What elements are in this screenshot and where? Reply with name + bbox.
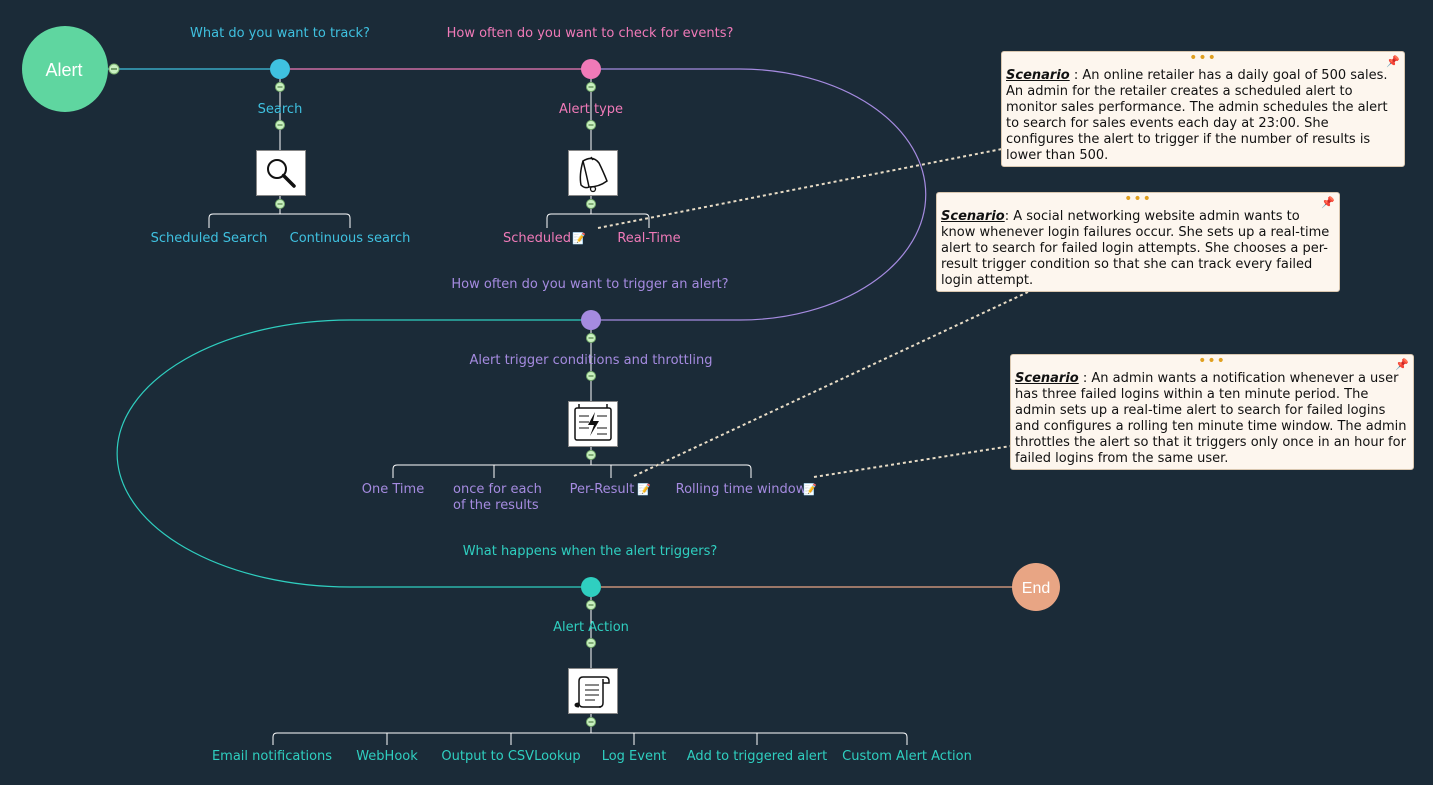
pin-icon[interactable]: 📌 <box>1321 196 1335 209</box>
note-text: An admin wants a notification whenever a… <box>1015 371 1407 466</box>
action-junction[interactable] <box>581 577 601 597</box>
callout-line-rolling <box>813 445 1012 478</box>
start-node[interactable] <box>22 26 108 112</box>
scenario-note-rolling[interactable]: ••• 📌 Scenario : An admin wants a notifi… <box>1010 353 1414 470</box>
note-drag-handle[interactable]: ••• <box>1124 191 1152 207</box>
search-children-bracket <box>208 213 351 228</box>
action-child-custom[interactable]: Custom Alert Action <box>842 749 972 764</box>
action-label: Alert Action <box>553 620 629 635</box>
collapse-toggle-minus-marks <box>277 86 594 723</box>
trigger-child-rolling[interactable]: Rolling time window <box>676 482 807 497</box>
scenario-note-scheduled[interactable]: ••• 📌 Scenario : An online retailer has … <box>1001 50 1405 167</box>
start-node-label: Alert <box>45 60 82 80</box>
lightning-document-icon <box>574 404 612 441</box>
alerttype-children-bracket <box>546 213 650 228</box>
note-keyword: Scenario <box>941 209 1005 224</box>
note-separator: : <box>1078 371 1092 386</box>
note-marker-rolling[interactable]: 📝 <box>803 483 817 496</box>
trigger-junction[interactable] <box>581 310 601 330</box>
scenario-note-perresult[interactable]: ••• 📌 Scenario: A social networking webs… <box>936 191 1340 292</box>
trigger-children-bracket <box>392 464 752 478</box>
end-node[interactable] <box>1012 563 1060 611</box>
question-check: How often do you want to check for event… <box>447 26 734 41</box>
alerttype-label: Alert type <box>559 102 623 117</box>
note-marker-perresult[interactable]: 📝 <box>637 483 651 496</box>
note-drag-handle[interactable]: ••• <box>1198 353 1226 369</box>
pin-icon[interactable]: 📌 <box>1386 55 1400 68</box>
pin-icon[interactable]: 📌 <box>1395 358 1409 371</box>
action-children-bracket <box>272 732 908 745</box>
trigger-child-onetime[interactable]: One Time <box>362 482 424 497</box>
scroll-icon <box>574 676 610 708</box>
trigger-child-once-each-line2[interactable]: of the results <box>453 498 539 513</box>
note-separator: : <box>1004 209 1014 224</box>
magnifier-icon <box>267 159 296 188</box>
connector-trigger-action <box>116 319 582 588</box>
alerttype-icon-box[interactable] <box>568 150 618 196</box>
action-child-triggered[interactable]: Add to triggered alert <box>687 749 828 764</box>
alerttype-junction[interactable] <box>581 59 601 79</box>
trigger-child-perresult[interactable]: Per-Result <box>570 482 635 497</box>
question-action: What happens when the alert triggers? <box>463 544 718 559</box>
callout-line-perresult <box>633 291 1029 477</box>
question-trigger: How often do you want to trigger an aler… <box>451 277 728 292</box>
callout-line-scheduled <box>597 148 1003 229</box>
action-icon-box[interactable] <box>568 668 618 714</box>
note-keyword: Scenario <box>1006 68 1070 83</box>
connector-alerttype-trigger <box>600 68 927 321</box>
trigger-child-once-each-line1[interactable]: once for each <box>453 482 542 497</box>
note-keyword: Scenario <box>1015 371 1079 386</box>
alerttype-child-scheduled[interactable]: Scheduled <box>503 231 571 246</box>
trigger-icon-box[interactable] <box>568 401 618 447</box>
action-child-csvlookup[interactable]: Output to CSVLookup <box>441 749 580 764</box>
note-text: A social networking website admin wants … <box>941 209 1330 288</box>
note-separator: : <box>1069 68 1083 83</box>
collapse-toggles <box>275 82 596 727</box>
note-marker-scheduled[interactable]: 📝 <box>572 232 586 245</box>
action-child-email[interactable]: Email notifications <box>212 749 332 764</box>
search-junction[interactable] <box>270 59 290 79</box>
bell-icon <box>579 156 608 193</box>
question-track: What do you want to track? <box>190 26 370 41</box>
alerttype-child-realtime[interactable]: Real-Time <box>617 231 680 246</box>
search-child-continuous[interactable]: Continuous search <box>290 231 411 246</box>
end-node-label: End <box>1022 580 1050 597</box>
search-icon-box[interactable] <box>256 150 306 196</box>
note-text: An online retailer has a daily goal of 5… <box>1006 68 1388 163</box>
search-child-scheduled[interactable]: Scheduled Search <box>151 231 268 246</box>
trigger-label: Alert trigger conditions and throttling <box>470 353 713 368</box>
action-child-webhook[interactable]: WebHook <box>356 749 418 764</box>
note-drag-handle[interactable]: ••• <box>1189 50 1217 66</box>
search-label: Search <box>258 102 303 117</box>
action-child-logevent[interactable]: Log Event <box>602 749 667 764</box>
